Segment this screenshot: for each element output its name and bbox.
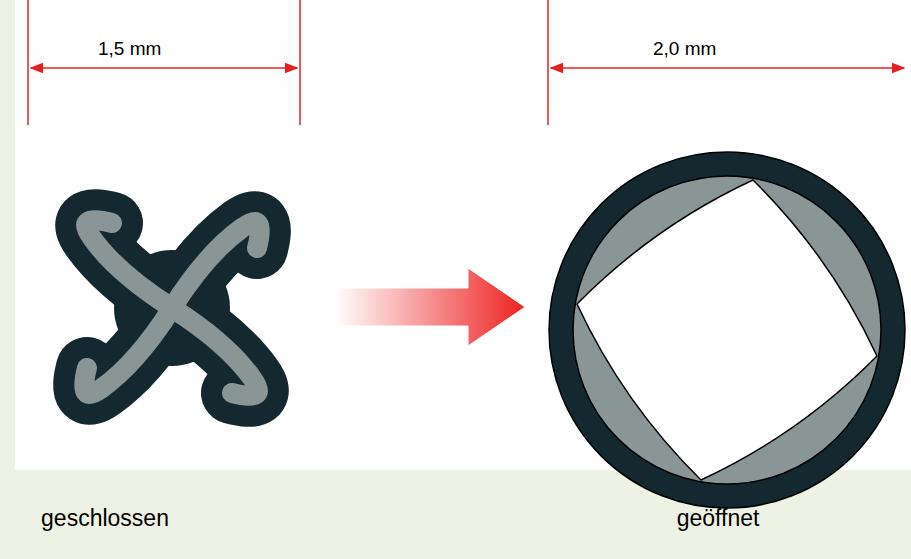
dimension-lines bbox=[28, 0, 904, 125]
dimension-label: 2,0 mm bbox=[650, 38, 719, 60]
open-stent bbox=[549, 152, 905, 508]
state-caption: geschlossen bbox=[41, 505, 169, 532]
closed-stent bbox=[84, 220, 260, 396]
dimension-label: 1,5 mm bbox=[95, 38, 164, 60]
state-caption: geöffnet bbox=[677, 505, 760, 532]
transition-arrow bbox=[335, 268, 525, 346]
arrow-edge bbox=[335, 268, 525, 346]
